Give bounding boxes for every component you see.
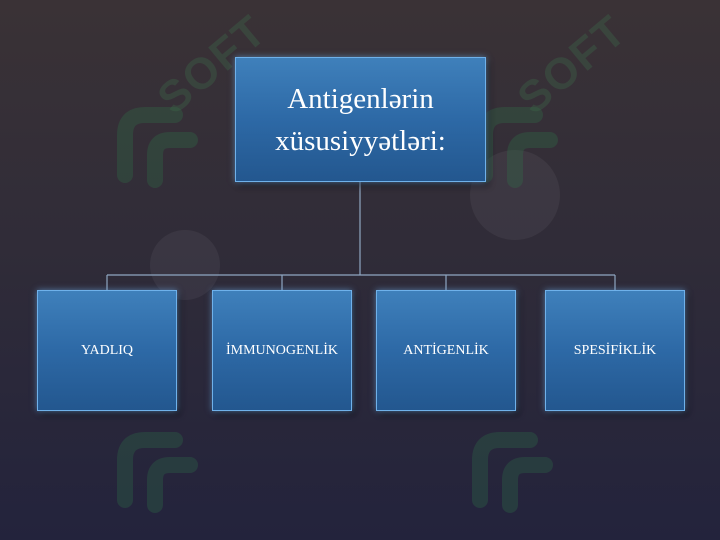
child-node-immunogenlik: İMMUNOGENLİK <box>212 290 352 411</box>
child-node-antigenlik: ANTİGENLİK <box>376 290 516 411</box>
child-node-label: SPESİFİKLİK <box>573 342 657 358</box>
root-node-label-line1: Antigenlərin <box>287 82 434 115</box>
root-node-label-line2: xüsusiyyətləri: <box>275 124 446 157</box>
child-node-label: ANTİGENLİK <box>403 342 489 358</box>
background-circle <box>150 230 220 300</box>
child-node-spesifiklik: SPESİFİKLİK <box>545 290 685 411</box>
root-node: Antigenlərin xüsusiyyətləri: <box>235 57 486 182</box>
child-node-yadliq: YADLIQ <box>37 290 177 411</box>
child-node-label: YADLIQ <box>80 342 134 358</box>
child-node-label: İMMUNOGENLİK <box>226 342 338 358</box>
